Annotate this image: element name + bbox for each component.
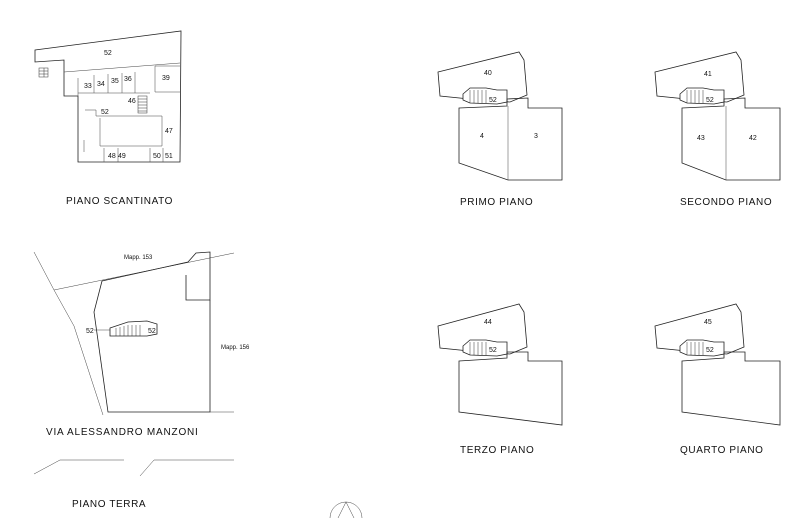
label-unit-51: 51: [165, 153, 173, 160]
street-via-alessandro-manzoni: VIA ALESSANDRO MANZONI: [46, 427, 199, 438]
label-unit-36: 36: [124, 76, 132, 83]
plan-quarto: 45 52: [654, 303, 781, 426]
plan-terra: Mapp. 153 Mapp. 156 52 52: [33, 251, 250, 477]
label-unit-3: 3: [534, 133, 538, 140]
label-core-52-terzo: 52: [489, 347, 497, 354]
label-mapp-156: Mapp. 156: [221, 345, 250, 351]
label-unit-44: 44: [484, 319, 492, 326]
label-unit-50: 50: [153, 153, 161, 160]
title-secondo-piano: SECONDO PIANO: [680, 197, 773, 208]
label-unit-34: 34: [97, 81, 105, 88]
label-unit-52-right: 52: [148, 328, 156, 335]
label-core-52-primo: 52: [489, 97, 497, 104]
label-unit-43: 43: [697, 135, 705, 142]
label-unit-40: 40: [484, 70, 492, 77]
label-unit-52-top: 52: [104, 50, 112, 57]
title-piano-terra: PIANO TERRA: [72, 499, 147, 510]
label-unit-48: 48: [108, 153, 116, 160]
label-core-52-secondo: 52: [706, 97, 714, 104]
title-terzo-piano: TERZO PIANO: [460, 445, 535, 456]
label-core-52-quarto: 52: [706, 347, 714, 354]
label-unit-52-left: 52: [86, 328, 94, 335]
label-unit-45: 45: [704, 319, 712, 326]
plan-terzo: 44 52: [437, 303, 563, 426]
title-piano-scantinato: PIANO SCANTINATO: [66, 196, 174, 207]
label-unit-46: 46: [128, 98, 136, 105]
plan-primo: 40 52 4 3: [437, 51, 563, 181]
title-quarto-piano: QUARTO PIANO: [680, 445, 764, 456]
title-primo-piano: PRIMO PIANO: [460, 197, 534, 208]
label-unit-39: 39: [162, 75, 170, 82]
label-unit-49: 49: [118, 153, 126, 160]
label-mapp-153: Mapp. 153: [124, 255, 153, 261]
label-unit-42: 42: [749, 135, 757, 142]
label-unit-41: 41: [704, 71, 712, 78]
plan-scantinato: 52 33 34 35 36 39 46 52 47 48 49 50 51: [34, 30, 182, 163]
label-unit-4: 4: [480, 133, 484, 140]
label-unit-33: 33: [84, 83, 92, 90]
plan-secondo: 41 52 43 42: [654, 51, 781, 181]
north-arrow: [329, 501, 363, 518]
label-unit-47: 47: [165, 128, 173, 135]
label-unit-52-mid: 52: [101, 109, 109, 116]
label-unit-35: 35: [111, 78, 119, 85]
